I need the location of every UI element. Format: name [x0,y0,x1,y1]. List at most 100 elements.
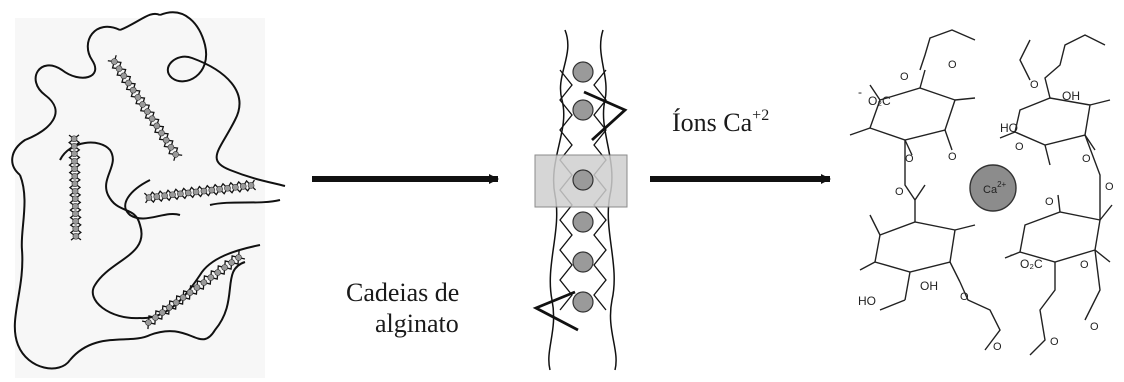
junction-bead [72,202,79,210]
hydroxyl-label-right-ring: HO [1000,121,1018,135]
ring-top-right [1014,97,1091,146]
calcium-bead [572,99,594,121]
junction-bead [71,165,78,173]
junction-bead [177,190,184,198]
junction-bead [71,180,79,188]
oxygen-atom-label: O [948,59,957,71]
junction-bead [214,269,222,276]
junction-bead [224,184,231,192]
charge-bottom: - [1010,247,1014,261]
bond [869,84,881,101]
ring-bonds [849,97,976,156]
junction-bead [72,210,79,218]
oxygen-atom-label: O [948,151,957,163]
oxygen-atom-label: O [1090,321,1099,333]
coil-chain [11,25,121,176]
oxygen-atom-label: O [905,153,914,165]
junction-bead [235,254,242,261]
calcium-bead [572,169,594,191]
junction-bead [165,304,173,311]
junction-bead [145,194,153,201]
junction-bead [207,274,215,281]
carboxylate-bottom-label: O₂C [1020,257,1043,271]
calcium-ion [969,164,1017,212]
linkage-left [904,140,916,201]
junction-bead [152,314,159,321]
panel-background [15,18,265,378]
ions-label: Íons Ca+2 [672,107,769,137]
junction-bead [172,151,179,158]
junction-bead [125,79,132,87]
junction-bead [145,319,152,326]
hydroxyl-label-top-right: OH [1062,89,1080,103]
junction-bead [153,122,161,130]
crosslink-bottom [532,290,579,332]
junction-zones [68,55,257,330]
crosslink-top [583,90,628,142]
oxygen-atom-label: O [1015,141,1024,153]
oxygen-atom-label: O [1030,79,1039,91]
junction-bead [239,183,247,190]
junction-bead [193,284,201,291]
junction-bead [71,172,79,180]
ring-bonds [859,184,976,301]
chain-top-right-left [1019,39,1031,81]
coil-chain [119,12,161,31]
junction-bead [162,136,170,144]
junction-bead [71,195,79,203]
coil-chain [69,261,246,361]
junction-bead [72,232,80,240]
junction-bead [129,86,137,94]
ring-bonds [999,99,1111,166]
junction-bead [179,294,187,301]
oxygen-atom-label: O [895,186,904,198]
junction-bead [200,187,208,195]
chains-label-line2: alginato [375,309,459,338]
junction-bead [115,65,123,73]
linkage-right [1084,134,1101,220]
junction-bead [186,289,194,296]
junction-ladder [143,179,257,204]
junction-bead [184,189,192,197]
junction-bead [172,299,180,306]
coil-chain [13,174,71,370]
junction-bead [153,193,161,200]
oxygen-atom-label: O [960,291,969,303]
panel-alginate-coils [11,11,286,378]
oxygen-atom-label: O [1050,336,1059,348]
oxygen-atom-label: O [1080,259,1089,271]
junction-bead [71,187,79,195]
junction-bead [72,217,79,225]
panel-egg-box [532,29,628,371]
hydroxyl-label-bottom-left: HO [858,294,876,308]
carboxyl-top-left [919,29,976,89]
chemical-bonds [849,29,1113,356]
junction-bead [192,188,200,196]
junction-bead [247,182,255,189]
oxygen-atom-label: O [1082,153,1091,165]
calcium-bead [572,211,594,233]
coil-chain [59,141,143,320]
junction-bead [208,186,216,194]
junction-bead [228,259,235,266]
junction-bead [71,150,78,158]
junction-bead [148,115,156,123]
junction-ladder [107,55,183,161]
chain-top-right [1044,34,1106,99]
oxygen-atom-label: O [993,341,1002,353]
oxygen-atom-label: O [1045,196,1054,208]
oxygen-atom-label: O [1105,181,1114,193]
calcium-bead [572,291,594,313]
coil-chain [159,11,286,187]
hydroxyl-label-bottom-mid: OH [920,279,938,293]
chain-bottom-left [879,281,1001,351]
calcium-beads [572,61,594,313]
coil-chain [124,179,181,220]
junction-bead [139,101,146,108]
junction-bead [70,142,78,150]
junction-ladder [141,250,246,330]
ring-bottom-right [1019,211,1101,263]
